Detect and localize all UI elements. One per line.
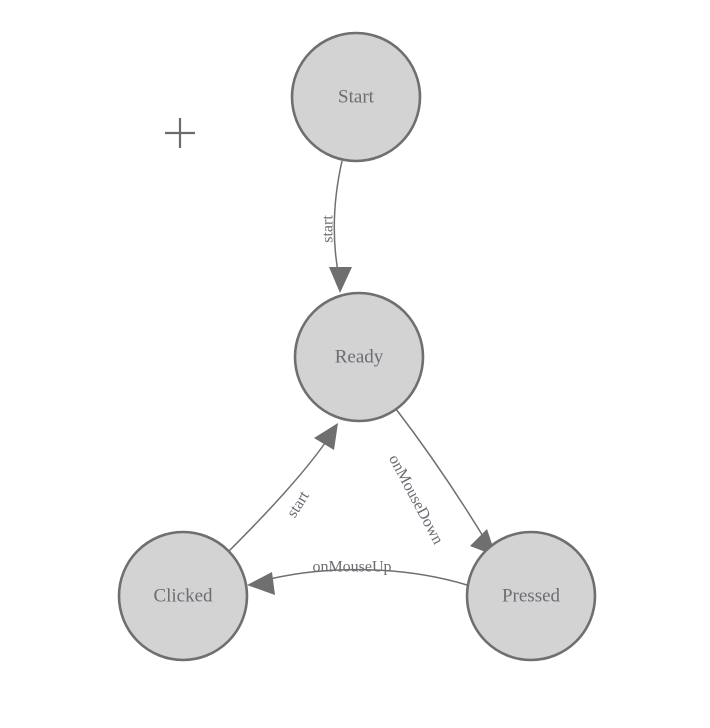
edge-pressed-to-clicked-path [257,568,468,586]
edge-label-pressed-to-clicked: onMouseUp [312,559,391,576]
edge-pressed-to-clicked[interactable] [247,568,468,595]
node-clicked-circle[interactable] [117,530,249,662]
edge-clicked-to-ready[interactable] [227,423,338,553]
edge-clicked-to-ready-arrowhead [314,423,338,450]
node-start-circle[interactable] [290,31,422,163]
edge-start-to-ready-arrowhead [329,267,352,293]
node-pressed-circle[interactable] [465,530,597,662]
plus-marker-icon [165,118,195,148]
node-clicked[interactable]: Clicked [117,530,249,662]
node-ready-circle[interactable] [293,291,425,423]
edge-clicked-to-ready-path [227,435,331,553]
edge-pressed-to-clicked-arrowhead [247,572,275,595]
edge-ready-to-pressed-path [395,408,490,547]
edge-start-to-ready[interactable] [329,160,352,293]
edge-ready-to-pressed[interactable] [395,408,496,556]
node-pressed[interactable]: Pressed [465,530,597,662]
node-start[interactable]: Start [290,31,422,163]
edge-start-to-ready-path [333,160,343,284]
node-ready[interactable]: Ready [293,291,425,423]
edge-label-clicked-to-ready: start [284,488,313,521]
